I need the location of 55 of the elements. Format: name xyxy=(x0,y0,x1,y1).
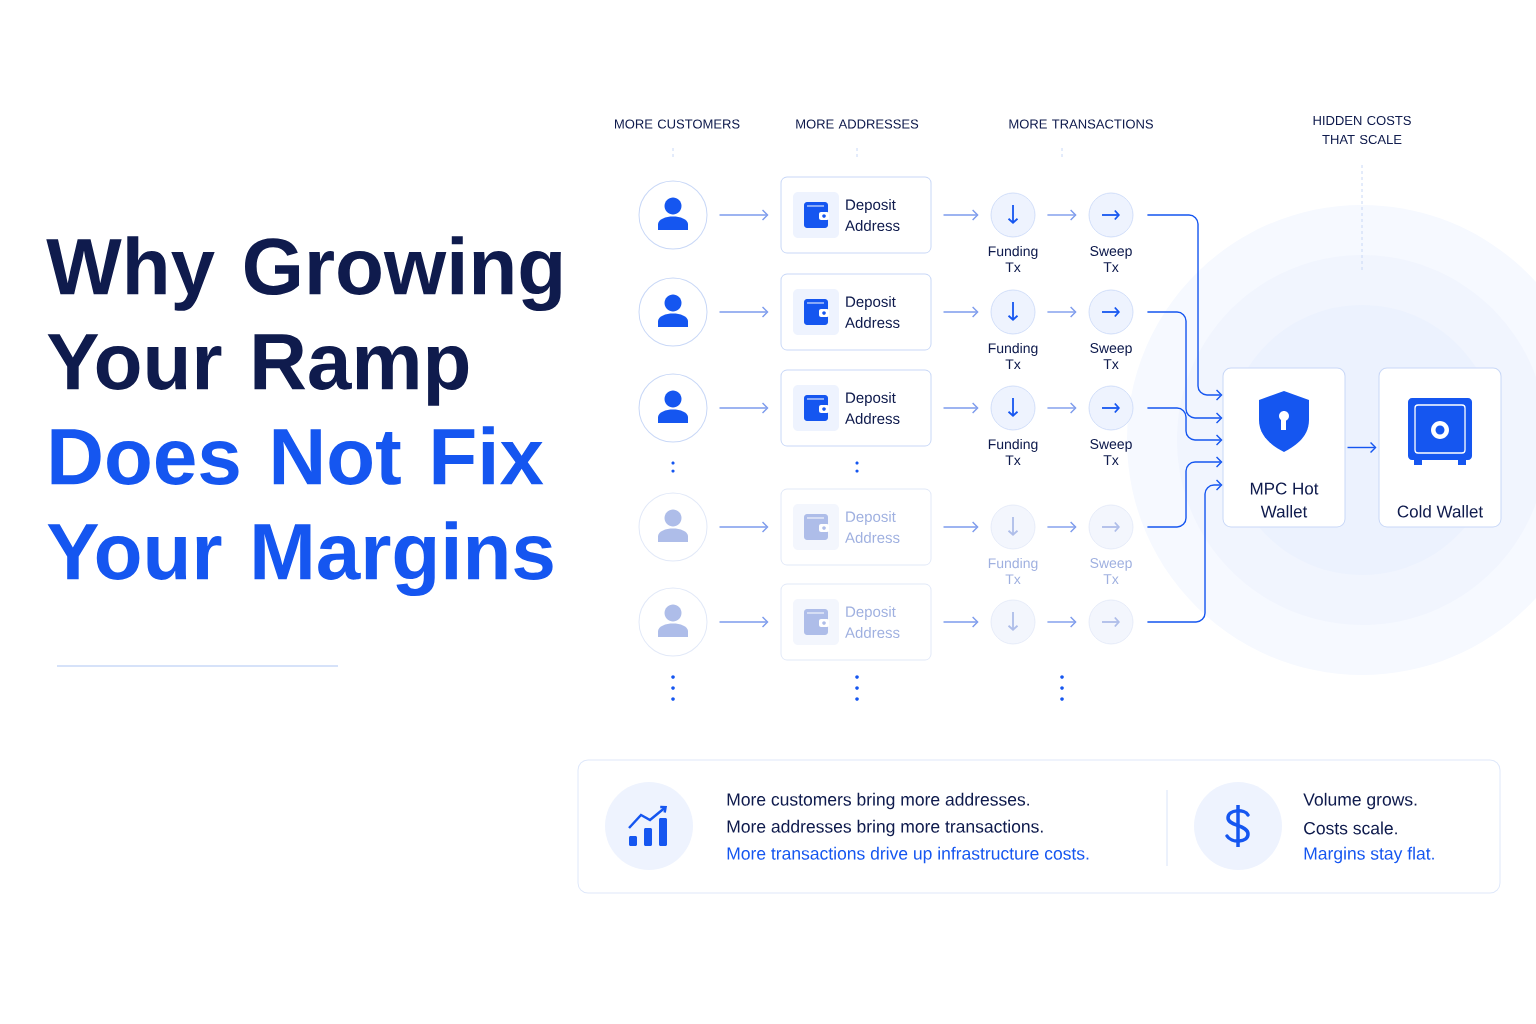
deposit-address-box: Deposit Address xyxy=(780,369,932,447)
arrow xyxy=(1046,306,1077,318)
column-header: MORE CUSTOMERS xyxy=(615,119,740,129)
arrow xyxy=(942,402,979,414)
deposit-address-box: Deposit Address xyxy=(780,488,932,566)
arrow xyxy=(718,521,769,533)
step-label: Sweep Tx xyxy=(1090,558,1132,584)
arrow xyxy=(1346,441,1377,454)
summary-text: More transactions drive up infrastructure costs. xyxy=(727,846,1089,864)
summary-text: More customers bring more addresses. xyxy=(727,792,1029,810)
deposit-address-box: Deposit Address xyxy=(780,273,932,351)
summary-text: More addresses bring more transactions. xyxy=(727,819,1043,837)
cold-wallet-box: Cold Wallet xyxy=(1378,367,1502,528)
customer-circle xyxy=(638,373,708,443)
arrow xyxy=(1046,521,1077,533)
step-label: Sweep Tx xyxy=(1090,246,1132,272)
heading: Why Growing Your Ramp xyxy=(46,236,561,406)
arrow xyxy=(942,306,979,318)
customer-circle xyxy=(638,277,708,347)
arrow xyxy=(942,209,979,221)
arrow xyxy=(942,616,979,628)
column-header: MORE ADDRESSES xyxy=(796,119,919,129)
funding-circle xyxy=(990,599,1036,645)
arrow xyxy=(718,616,769,628)
arrow xyxy=(718,402,769,414)
arrow xyxy=(1146,214,1223,401)
summary-text: Volume grows. xyxy=(1303,792,1417,810)
step-label: Funding Tx xyxy=(988,557,1038,585)
arrow xyxy=(1146,407,1223,446)
customer-circle xyxy=(638,587,708,657)
step-label: Funding Tx xyxy=(988,245,1038,273)
step-label: Funding Tx xyxy=(988,342,1038,370)
arrow xyxy=(1146,479,1223,623)
column-header: HIDDEN COSTS THAT SCALE xyxy=(1313,115,1411,145)
arrow xyxy=(718,209,769,221)
sweep-circle xyxy=(1088,599,1134,645)
arrow xyxy=(1146,311,1223,424)
step-label: Sweep Tx xyxy=(1090,439,1132,465)
arrow xyxy=(718,306,769,318)
arrow xyxy=(1146,456,1223,528)
heading: Does Not Fix Your Margins xyxy=(47,426,553,597)
deposit-address-box: Deposit Address xyxy=(780,583,932,661)
hot-wallet-box: MPC Hot Wallet xyxy=(1222,367,1346,528)
customer-circle xyxy=(638,180,708,250)
arrow xyxy=(1046,616,1077,628)
step-label: Sweep Tx xyxy=(1090,343,1132,369)
deposit-address-box: Deposit Address xyxy=(780,176,932,254)
customer-circle xyxy=(638,492,708,562)
column-header: MORE TRANSACTIONS xyxy=(1009,119,1153,129)
arrow xyxy=(942,521,979,533)
step-label: Funding Tx xyxy=(988,438,1038,466)
arrow xyxy=(1046,402,1077,414)
summary-text: Margins stay flat. xyxy=(1304,846,1434,864)
arrow xyxy=(1046,209,1077,221)
summary-text: Costs scale. xyxy=(1304,821,1397,835)
